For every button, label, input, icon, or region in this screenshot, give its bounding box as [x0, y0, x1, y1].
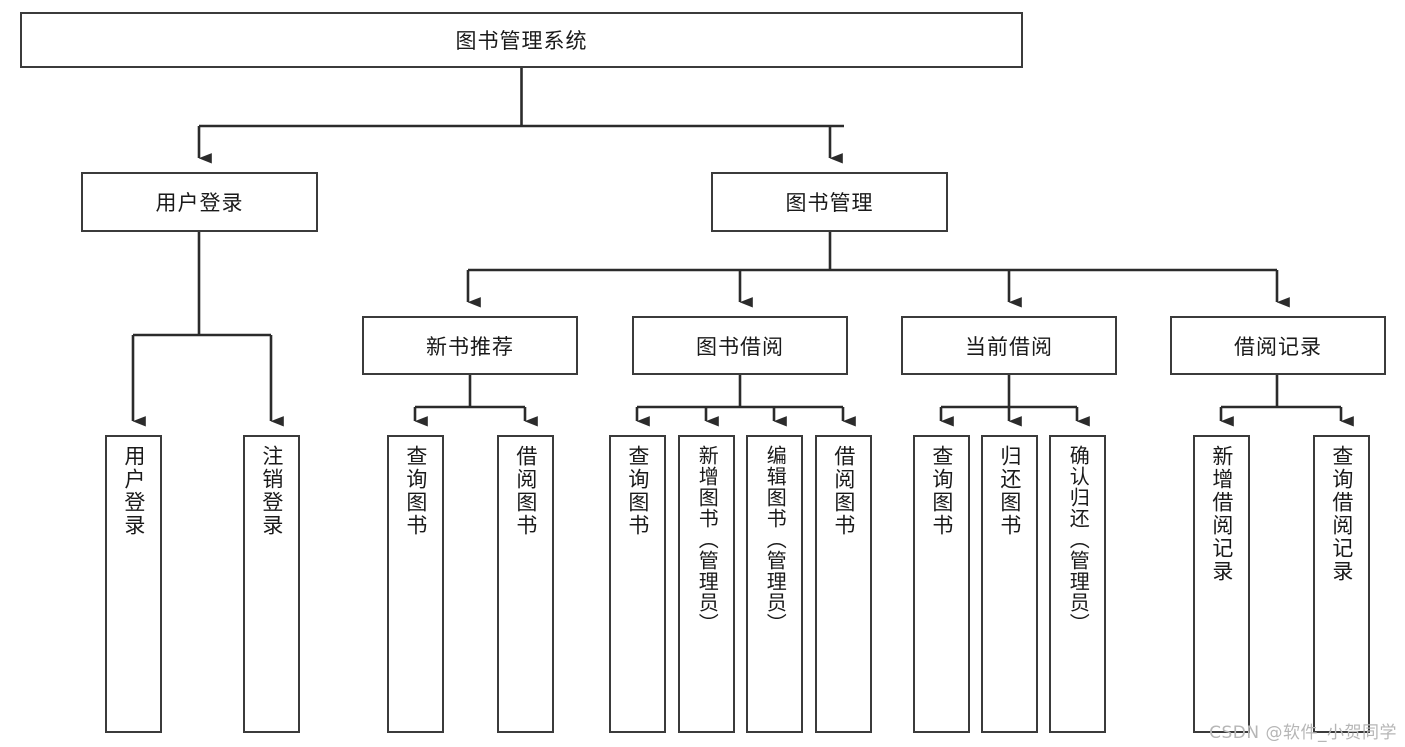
node-book-management[interactable]: 图书管理	[711, 172, 948, 232]
node-new-book-recommend[interactable]: 新书推荐	[362, 316, 578, 375]
leaf-label: 编辑图书（管理员）	[763, 445, 788, 634]
leaf-borrow-edit-book-admin[interactable]: 编辑图书（管理员）	[746, 435, 803, 733]
watermark-text: CSDN @软件_小贺同学	[1209, 723, 1397, 743]
leaf-current-query-book[interactable]: 查询图书	[913, 435, 970, 733]
leaf-current-return-book[interactable]: 归还图书	[981, 435, 1038, 733]
leaf-record-query-borrow-record[interactable]: 查询借阅记录	[1313, 435, 1370, 733]
leaf-borrow-query-book[interactable]: 查询图书	[609, 435, 666, 733]
leaf-label: 用户登录	[121, 445, 146, 537]
leaf-label: 归还图书	[997, 445, 1022, 537]
leaf-recommend-borrow-book[interactable]: 借阅图书	[497, 435, 554, 733]
node-current-borrow[interactable]: 当前借阅	[901, 316, 1117, 375]
leaf-label: 查询图书	[929, 445, 954, 537]
leaf-label: 借阅图书	[513, 445, 538, 537]
leaf-logout[interactable]: 注销登录	[243, 435, 300, 733]
node-root-book-management-system[interactable]: 图书管理系统	[20, 12, 1023, 68]
leaf-label: 注销登录	[259, 445, 284, 537]
leaf-label: 查询图书	[625, 445, 650, 537]
leaf-recommend-query-book[interactable]: 查询图书	[387, 435, 444, 733]
leaf-label: 查询借阅记录	[1329, 445, 1354, 583]
leaf-borrow-borrow-book[interactable]: 借阅图书	[815, 435, 872, 733]
node-book-borrow[interactable]: 图书借阅	[632, 316, 848, 375]
leaf-label: 借阅图书	[831, 445, 856, 537]
leaf-label: 新增图书（管理员）	[695, 445, 720, 634]
leaf-current-confirm-return-admin[interactable]: 确认归还（管理员）	[1049, 435, 1106, 733]
leaf-record-add-borrow-record[interactable]: 新增借阅记录	[1193, 435, 1250, 733]
node-user-login[interactable]: 用户登录	[81, 172, 318, 232]
leaf-label: 新增借阅记录	[1209, 445, 1234, 583]
leaf-label: 确认归还（管理员）	[1066, 445, 1091, 634]
node-borrow-record[interactable]: 借阅记录	[1170, 316, 1386, 375]
leaf-label: 查询图书	[403, 445, 428, 537]
leaf-borrow-add-book-admin[interactable]: 新增图书（管理员）	[678, 435, 735, 733]
leaf-user-login[interactable]: 用户登录	[105, 435, 162, 733]
